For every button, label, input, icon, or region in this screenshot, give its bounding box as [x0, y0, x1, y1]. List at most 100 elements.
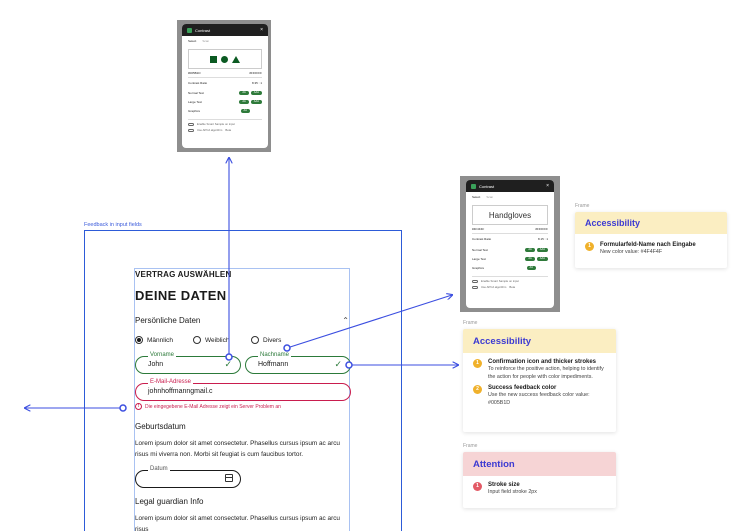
- calendar-icon[interactable]: [225, 474, 233, 482]
- frame-label: Frame: [575, 203, 590, 209]
- row-label: Normal Text: [472, 248, 488, 252]
- pass-badge: AA: [240, 109, 250, 113]
- radio-female[interactable]: Weiblich: [193, 336, 229, 344]
- plugin-title: Contrast: [479, 183, 495, 189]
- page-title: DEINE DATEN: [135, 288, 227, 303]
- radio-label: Divers: [263, 336, 282, 344]
- footer-option: Use APCA algorithm: [197, 128, 223, 132]
- guardian-paragraph: Lorem ipsum dolor sit amet consectetur. …: [135, 515, 340, 531]
- pass-badge: AAA: [536, 248, 548, 252]
- card-title: Accessibility: [463, 329, 616, 353]
- contrast-label: Contrast Ratio: [188, 81, 208, 85]
- row-label: Graphics: [188, 109, 201, 113]
- number-badge: 1: [473, 359, 482, 368]
- toggle-switch[interactable]: [188, 128, 194, 132]
- number-badge: 1: [473, 482, 482, 491]
- card-title: Accessibility: [575, 212, 727, 234]
- item-body: Input field stroke 2px: [488, 489, 537, 495]
- fg-color[interactable]: #005B1D: [188, 71, 201, 75]
- pass-badge: AAA: [250, 100, 262, 104]
- close-icon[interactable]: ×: [546, 183, 549, 189]
- field-label: Vorname: [148, 352, 177, 358]
- error-text: Die eingegebene E-Mail Adresse zeigt ein…: [145, 403, 281, 410]
- connector-dot: [119, 404, 127, 412]
- field-label: E-Mail-Adresse: [148, 379, 194, 385]
- email-field[interactable]: E-Mail-Adresse johnhoffmanngmail.c: [135, 379, 351, 401]
- radio-male[interactable]: Männlich: [135, 336, 173, 344]
- first-name-field[interactable]: Vorname John ✓: [135, 352, 241, 374]
- tab-select[interactable]: Select: [472, 195, 481, 199]
- frame-label: Frame: [463, 443, 478, 449]
- card-title: Attention: [463, 452, 616, 476]
- radio-dot-icon: [251, 336, 259, 344]
- checkmark-icon: ✓: [334, 359, 342, 369]
- guardian-heading: Legal guardian Info: [135, 497, 204, 506]
- field-value: Hoffmann: [258, 361, 289, 368]
- field-label: Nachname: [258, 352, 292, 358]
- triangle-icon: [232, 55, 240, 63]
- tab-scan[interactable]: Scan: [202, 39, 210, 43]
- item-title: Success feedback color: [488, 385, 557, 391]
- square-icon: [210, 55, 217, 63]
- tab-select[interactable]: Select: [188, 39, 197, 43]
- circle-icon: [221, 55, 228, 63]
- toggle-switch[interactable]: [472, 279, 478, 283]
- toggle-switch[interactable]: [472, 285, 478, 289]
- number-badge: 1: [585, 242, 594, 251]
- pass-badge: AAA: [250, 91, 262, 95]
- contrast-value: 8.15 : 1: [537, 237, 548, 241]
- radio-label: Weiblich: [205, 336, 230, 344]
- chevron-up-icon[interactable]: ⌃: [342, 316, 349, 325]
- item-title: Formularfeld-Name nach Eingabe: [600, 242, 696, 248]
- main-frame-label: Feedback in input fields: [84, 222, 142, 228]
- row-label: Large Text: [188, 100, 202, 104]
- tab-scan[interactable]: Scan: [486, 195, 494, 199]
- frame-label: Frame: [463, 320, 478, 326]
- field-value: John: [148, 361, 164, 368]
- radio-diverse[interactable]: Divers: [251, 336, 281, 344]
- arrow-to-plugin-2: [286, 295, 452, 349]
- footer-option: Enable Smart Sample on input: [481, 279, 519, 283]
- contrast-value: 8.35 : 1: [251, 81, 262, 85]
- section-title: Persönliche Daten: [135, 316, 201, 325]
- attention-card[interactable]: Attention 1 Stroke size Input field stro…: [463, 452, 616, 508]
- item-body: Use the new success feedback color value…: [488, 392, 590, 406]
- contrast-plugin-panel[interactable]: Contrast × Select Scan #005B1D #FFFFFF Cont…: [182, 24, 268, 148]
- error-icon: !: [135, 403, 142, 410]
- number-badge: 2: [473, 385, 482, 394]
- radio-label: Männlich: [147, 336, 174, 344]
- accessibility-card-success[interactable]: Accessibility 1 Confirmation icon and th…: [463, 329, 616, 432]
- row-label: Normal Text: [188, 91, 204, 95]
- close-icon[interactable]: ×: [260, 27, 263, 33]
- row-label: Large Text: [472, 257, 486, 261]
- field-value: johnhoffmanngmail.c: [148, 388, 213, 395]
- plugin-title: Contrast: [195, 27, 211, 33]
- radio-dot-icon: [135, 336, 143, 344]
- connector-dot: [225, 353, 233, 361]
- accessibility-card-name[interactable]: Accessibility 1 Formularfeld-Name nach E…: [575, 212, 727, 268]
- error-message: ! Die eingegebene E-Mail Adresse zeigt e…: [135, 403, 281, 410]
- pass-badge: AA: [525, 257, 535, 261]
- birth-heading: Geburtsdatum: [135, 422, 186, 431]
- birth-paragraph: Lorem ipsum dolor sit amet consectetur. …: [135, 440, 340, 458]
- contrast-label: Contrast Ratio: [472, 237, 492, 241]
- item-title: Stroke size: [488, 482, 520, 488]
- field-label: Datum: [148, 466, 170, 472]
- pass-badge: AA: [526, 266, 536, 270]
- bg-color[interactable]: #FFFFFF: [249, 71, 262, 75]
- sample-preview: [188, 49, 262, 69]
- beta-badge: Beta: [225, 128, 232, 132]
- row-label: Graphics: [472, 266, 485, 270]
- item-body: To reinforce the positive action, helpin…: [488, 366, 604, 380]
- radio-dot-icon: [193, 336, 201, 344]
- pass-badge: AAA: [536, 257, 548, 261]
- checkmark-icon: ✓: [224, 359, 232, 369]
- pass-badge: AA: [239, 91, 249, 95]
- plugin-logo-icon: [471, 183, 476, 189]
- date-field[interactable]: Datum: [135, 466, 241, 488]
- toggle-switch[interactable]: [188, 122, 194, 126]
- bg-color[interactable]: #FFFFFF: [535, 227, 548, 231]
- fg-color[interactable]: #4F4F4F: [472, 227, 485, 231]
